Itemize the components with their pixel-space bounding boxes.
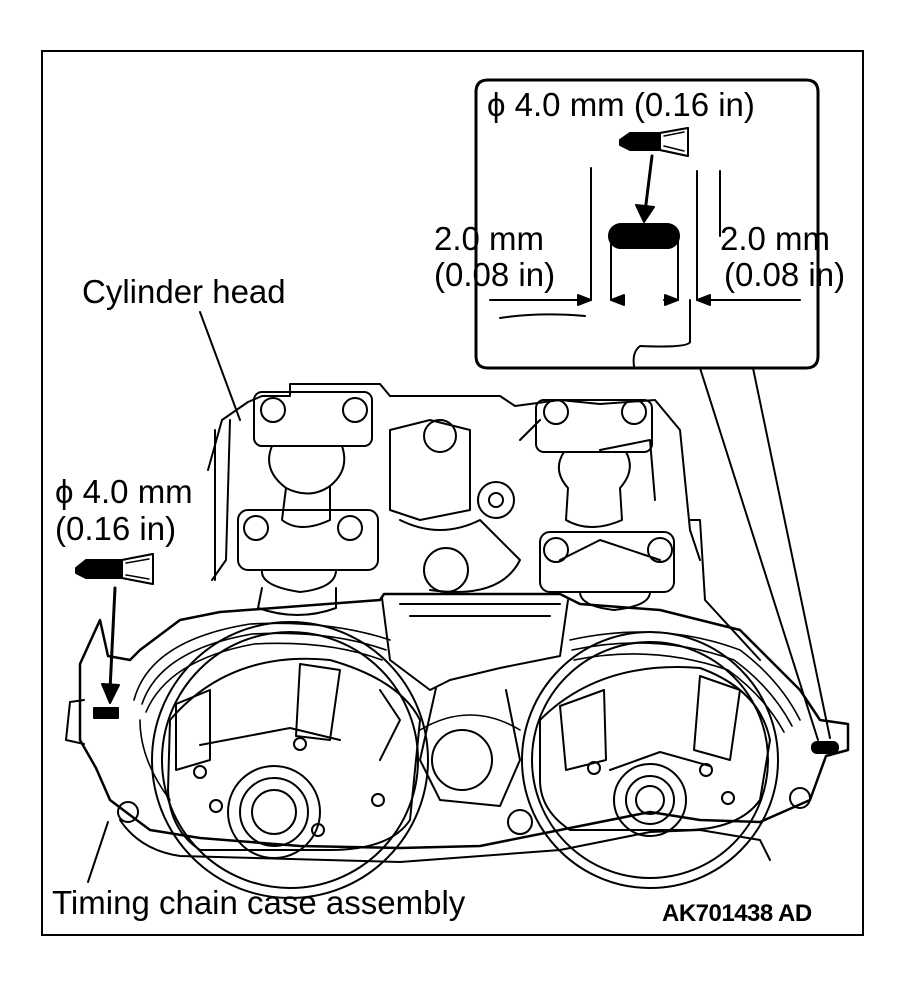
right-alignment-mark (811, 741, 839, 754)
camshaft-right (535, 399, 675, 611)
left-diameter-mm-label: ϕ 4.0 mm (55, 473, 193, 510)
sprocket-right (521, 631, 779, 889)
left-gap-in-label: (0.08 in) (434, 256, 556, 293)
figure-code: AK701438 AD (662, 900, 812, 927)
chain (133, 622, 801, 801)
cylinder-head-label: Cylinder head (82, 273, 286, 310)
right-gap-in-label: (0.08 in) (724, 256, 846, 293)
timing-chain-case-label: Timing chain case assembly (52, 884, 466, 921)
cylinder-head (207, 383, 761, 661)
alignment-mark-icon (608, 223, 680, 249)
camshaft-left (237, 391, 379, 616)
detail-inset (474, 78, 831, 741)
punch-tool-icon (619, 127, 689, 157)
left-gap-mm-label: 2.0 mm (434, 220, 545, 257)
drill-bit-icon (75, 553, 154, 585)
inset-diameter-label: ϕ 4.0 mm (0.16 in) (487, 86, 755, 123)
left-diameter-in-label: (0.16 in) (55, 510, 177, 547)
sprocket-left (151, 621, 429, 899)
timing-chain-case (65, 592, 850, 863)
right-gap-mm-label: 2.0 mm (720, 220, 831, 257)
